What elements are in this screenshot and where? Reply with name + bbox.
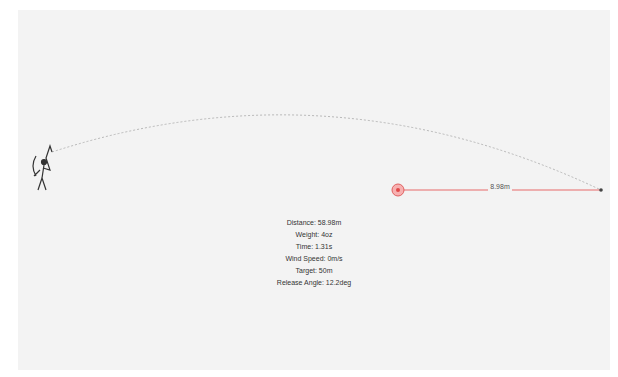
target-centre — [396, 188, 400, 192]
cast-stat: Target: 50m — [296, 266, 333, 275]
cast-stat: Time: 1.31s — [296, 242, 332, 251]
panel-ground — [18, 10, 610, 370]
target-marker — [392, 184, 404, 196]
cast-stat: Wind Speed: 0m/s — [285, 254, 342, 263]
cast-stat: Release Angle: 12.2deg — [277, 278, 351, 287]
angler-figure — [33, 146, 52, 190]
offset-dimension: 8.98m — [488, 182, 511, 191]
cast-trajectory — [52, 115, 601, 190]
cast-stat: Weight: 4oz — [296, 230, 333, 239]
cast-stat: Distance: 58.98m — [287, 218, 341, 227]
landing-point — [599, 188, 603, 192]
